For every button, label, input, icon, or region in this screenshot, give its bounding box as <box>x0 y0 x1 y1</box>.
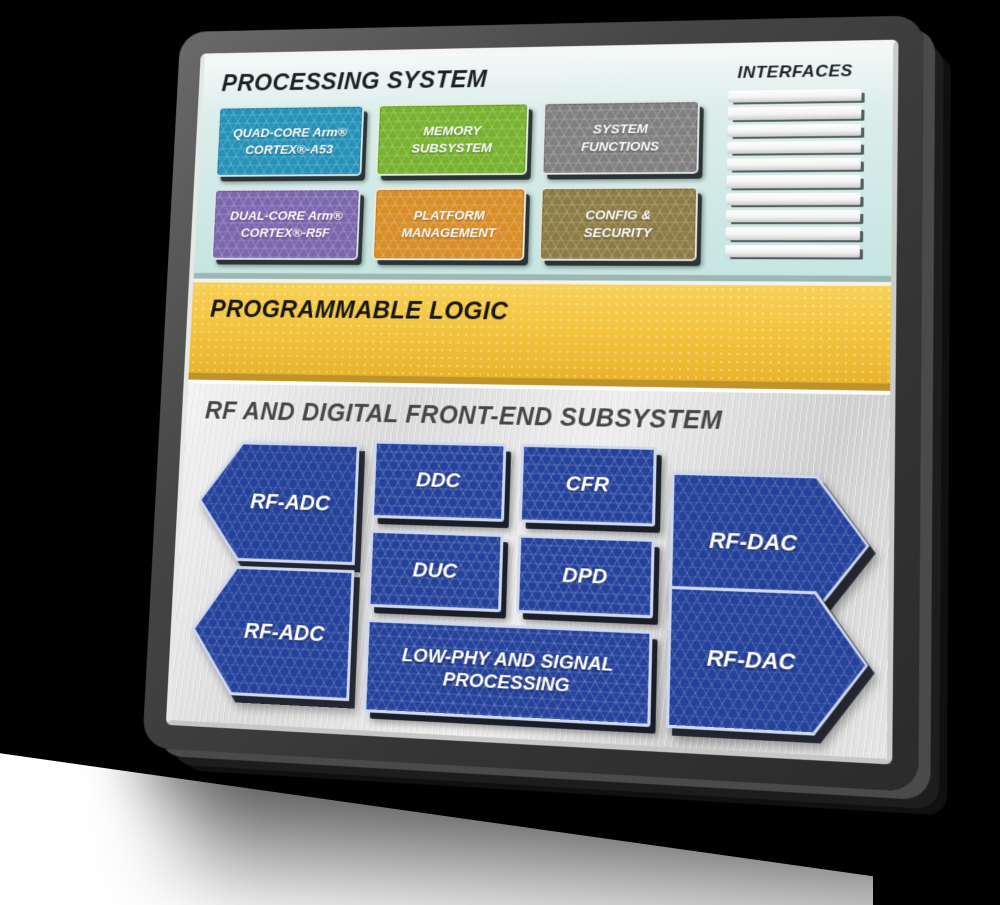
device-screen: PROCESSING SYSTEM QUAD-CORE Arm® CORTEX®… <box>165 39 899 765</box>
block-platform-management: PLATFORM MANAGEMENT <box>371 187 527 261</box>
block-label: PLATFORM MANAGEMENT <box>401 207 497 240</box>
block-label: DUAL-CORE Arm® CORTEX®-R5F <box>229 208 343 240</box>
processing-system-title: PROCESSING SYSTEM <box>221 65 488 97</box>
block-label: DPD <box>562 562 608 589</box>
block-dpd: DPD <box>515 534 655 619</box>
rf-subsystem-title: RF AND DIGITAL FRONT-END SUBSYSTEM <box>204 397 723 436</box>
programmable-logic-band: PROGRAMMABLE LOGIC <box>188 278 892 391</box>
interface-bar <box>725 227 861 240</box>
block-label: DDC <box>415 468 461 493</box>
block-rf-adc-2: RF-ADC <box>189 564 354 701</box>
block-label: RF-DAC <box>706 644 796 676</box>
interfaces-stack <box>725 88 862 262</box>
programmable-logic-title: PROGRAMMABLE LOGIC <box>209 295 509 326</box>
block-memory-subsystem: MEMORY SUBSYSTEM <box>375 102 530 176</box>
arrow-face: RF-ADC <box>199 444 357 563</box>
block-label: RF-DAC <box>708 527 798 557</box>
block-label: CFR <box>565 471 610 497</box>
processing-system-left: PROCESSING SYSTEM QUAD-CORE Arm® CORTEX®… <box>211 58 701 262</box>
interfaces-title: INTERFACES <box>737 61 853 82</box>
block-label: RF-ADC <box>249 488 331 516</box>
block-cfr: CFR <box>518 443 657 527</box>
block-label: DUC <box>412 557 458 583</box>
block-config-security: CONFIG & SECURITY <box>538 186 699 262</box>
processing-system-grid: QUAD-CORE Arm® CORTEX®-A53 MEMORY SUBSYS… <box>211 100 700 262</box>
interface-bar <box>727 123 862 137</box>
interface-bar <box>725 244 860 258</box>
block-ddc: DDC <box>371 440 506 522</box>
block-label: QUAD-CORE Arm® CORTEX®-A53 <box>232 124 348 157</box>
arrow-face: RF-DAC <box>669 589 866 735</box>
block-label: SYSTEM FUNCTIONS <box>580 121 660 154</box>
arrow-face: RF-ADC <box>192 567 351 698</box>
device-perspective-wrapper: PROCESSING SYSTEM QUAD-CORE Arm® CORTEX®… <box>142 15 924 793</box>
block-label: CONFIG & SECURITY <box>583 207 653 240</box>
block-quad-core-cortex-a53: QUAD-CORE Arm® CORTEX®-A53 <box>215 104 365 177</box>
block-dual-core-cortex-r5f: DUAL-CORE Arm® CORTEX®-R5F <box>211 188 361 261</box>
rf-subsystem-grid: RF-ADC DDC CFR RF-DAC <box>189 437 871 739</box>
interface-bar <box>728 88 862 103</box>
block-low-phy-signal-processing: LOW-PHY AND SIGNAL PROCESSING <box>363 619 653 728</box>
interface-bar <box>727 106 862 120</box>
device-frame: PROCESSING SYSTEM QUAD-CORE Arm® CORTEX®… <box>142 15 924 793</box>
block-rf-adc-1: RF-ADC <box>196 441 360 566</box>
block-system-functions: SYSTEM FUNCTIONS <box>541 100 700 175</box>
interface-bar <box>725 210 861 223</box>
block-duc: DUC <box>367 529 504 613</box>
interface-bar <box>726 175 861 189</box>
interface-bar <box>727 140 862 154</box>
block-label: LOW-PHY AND SIGNAL PROCESSING <box>401 644 614 697</box>
processing-system-panel: PROCESSING SYSTEM QUAD-CORE Arm® CORTEX®… <box>193 44 894 283</box>
interfaces-column: INTERFACES <box>711 55 877 262</box>
interface-bar <box>726 157 861 172</box>
block-label: RF-ADC <box>243 617 325 647</box>
block-rf-dac-2: RF-DAC <box>666 586 869 739</box>
block-label: MEMORY SUBSYSTEM <box>411 123 493 156</box>
rf-subsystem-panel: RF AND DIGITAL FRONT-END SUBSYSTEM RF-AD… <box>170 379 891 759</box>
interface-bar <box>726 192 861 206</box>
